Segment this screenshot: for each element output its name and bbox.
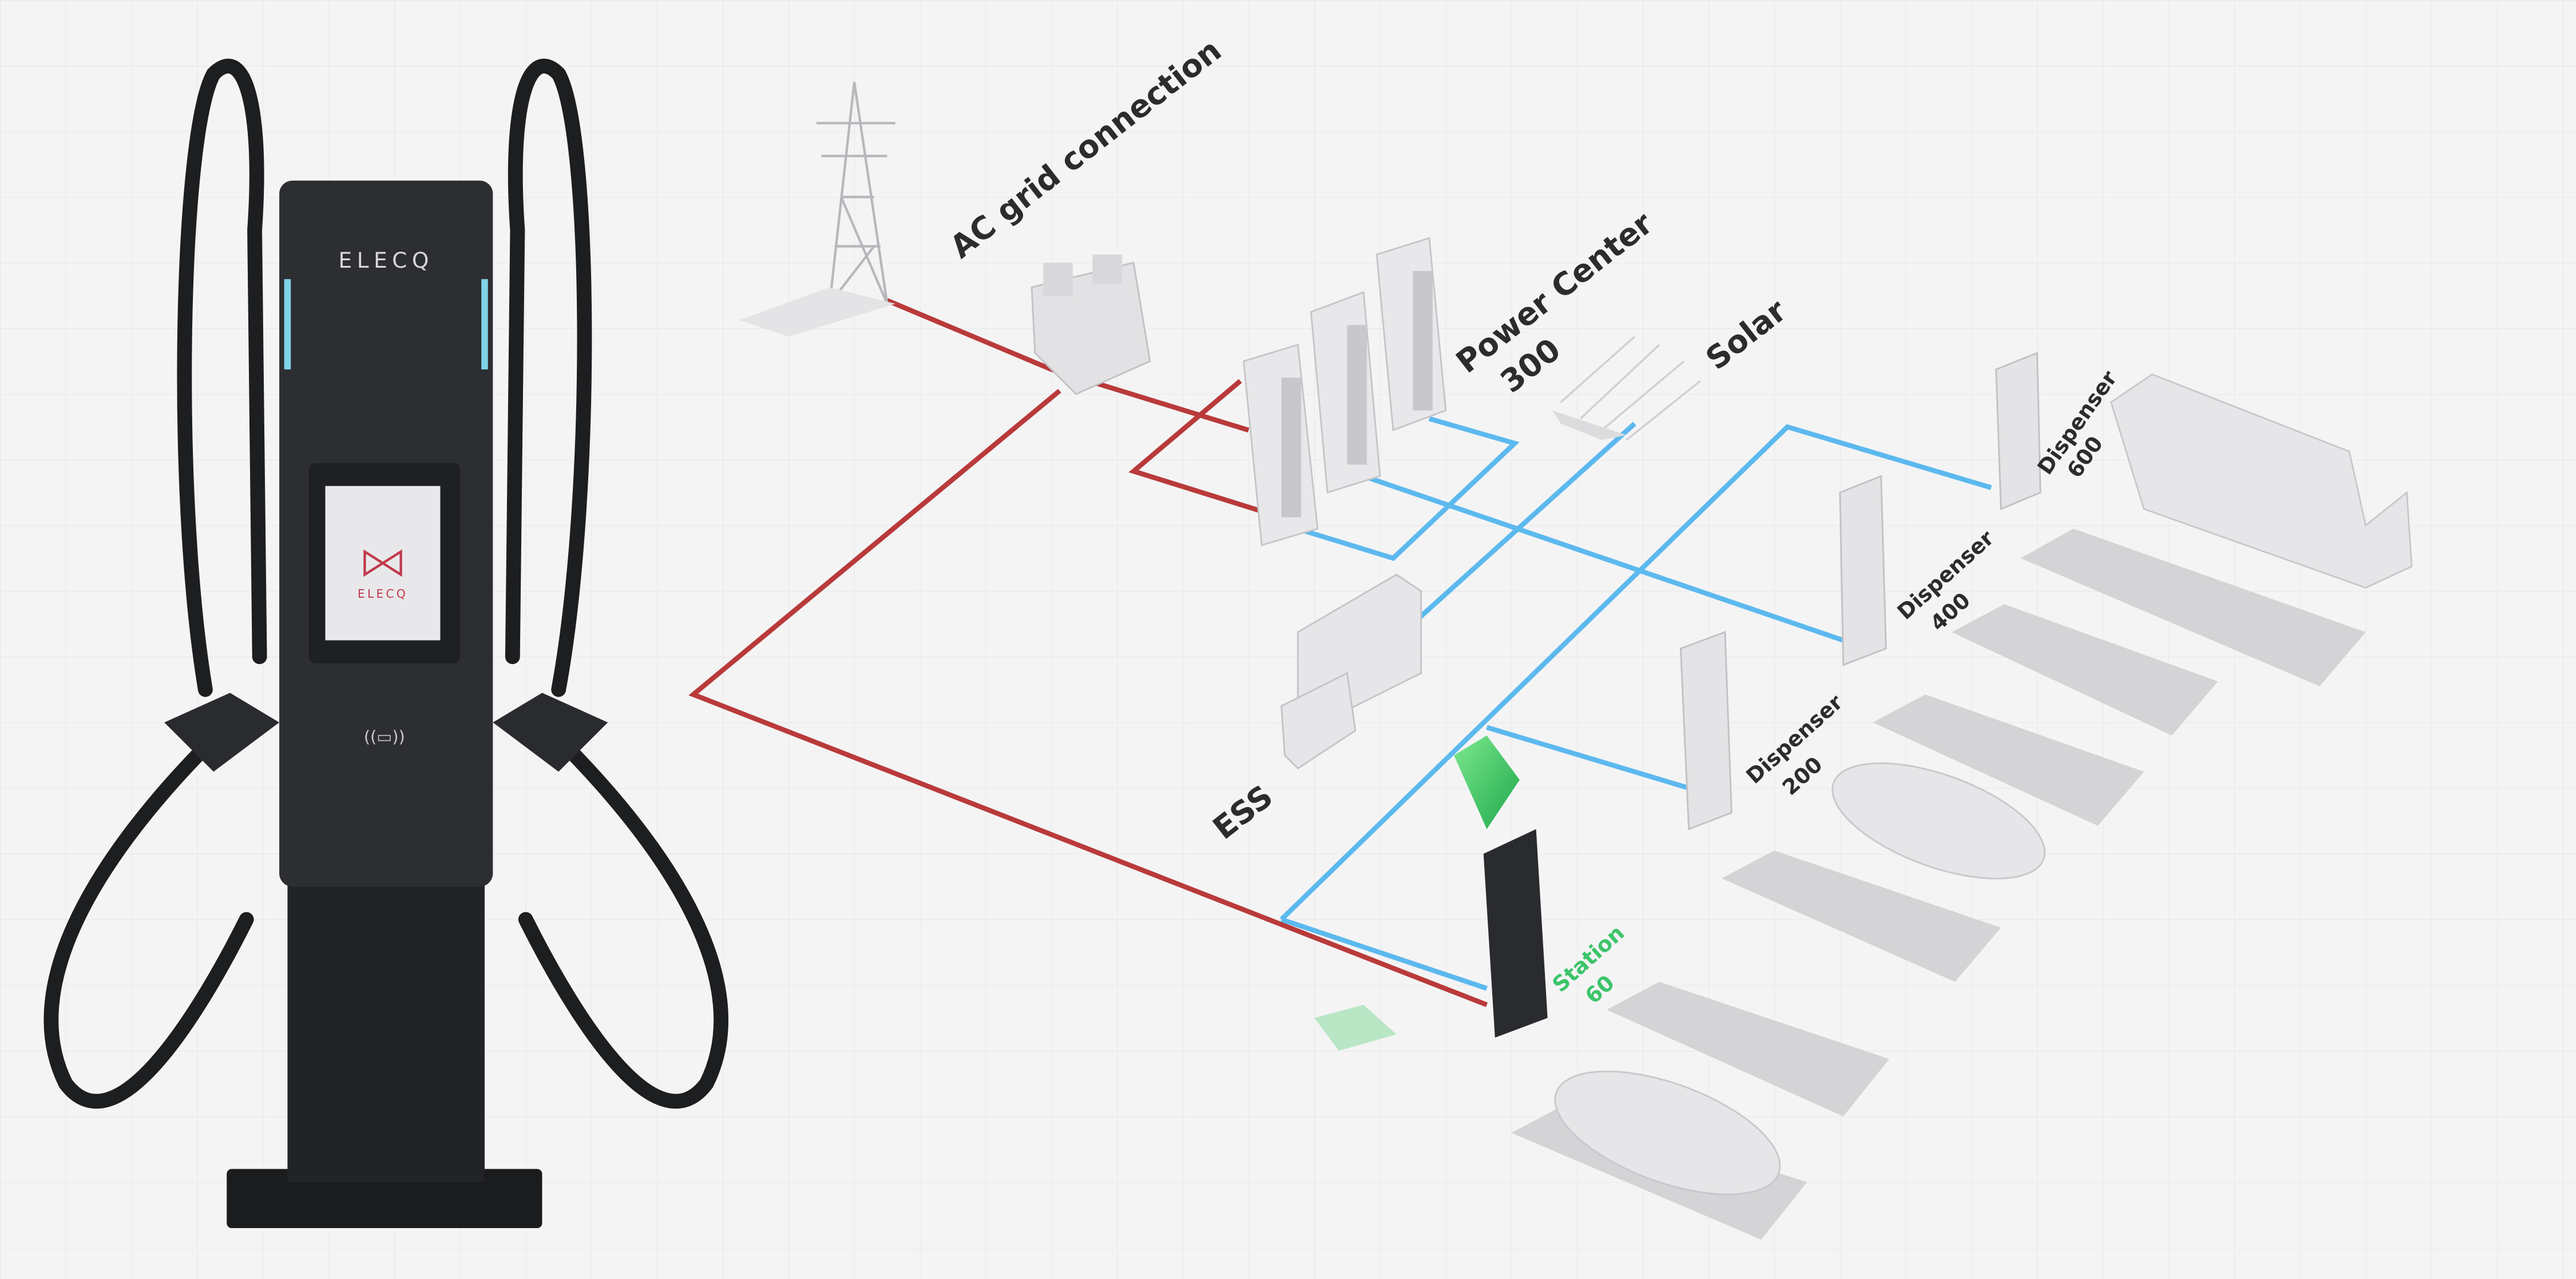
dispenser-600-icon xyxy=(1995,352,2042,510)
charger-brand-logo: ELECQ xyxy=(339,248,434,273)
transmission-tower-icon xyxy=(739,82,895,337)
truck-icon xyxy=(2110,373,2413,589)
status-light-icon xyxy=(284,279,291,370)
solar-panel-icon xyxy=(1552,336,1701,441)
station-60-charger-icon xyxy=(1314,735,1548,1051)
car-icon xyxy=(1554,762,2046,1195)
power-center-cabinets-icon xyxy=(1242,237,1447,546)
charging-cables-icon xyxy=(43,58,728,1109)
dc-power-lines xyxy=(1264,416,1992,991)
rfid-card-reader-icon: ((▭)) xyxy=(364,726,405,746)
ess-battery-icon xyxy=(1281,573,1422,770)
dispenser-400-icon xyxy=(1839,475,1887,666)
transformer-icon xyxy=(1031,254,1151,395)
elecq-charger-product: ELECQ ELECQ ((▭)) xyxy=(43,58,728,1229)
dispenser-200-icon xyxy=(1679,631,1733,831)
screen-brand-text: ELECQ xyxy=(358,587,408,601)
elecq-logo-icon xyxy=(363,549,402,577)
highlight-marker-icon xyxy=(1453,735,1520,829)
